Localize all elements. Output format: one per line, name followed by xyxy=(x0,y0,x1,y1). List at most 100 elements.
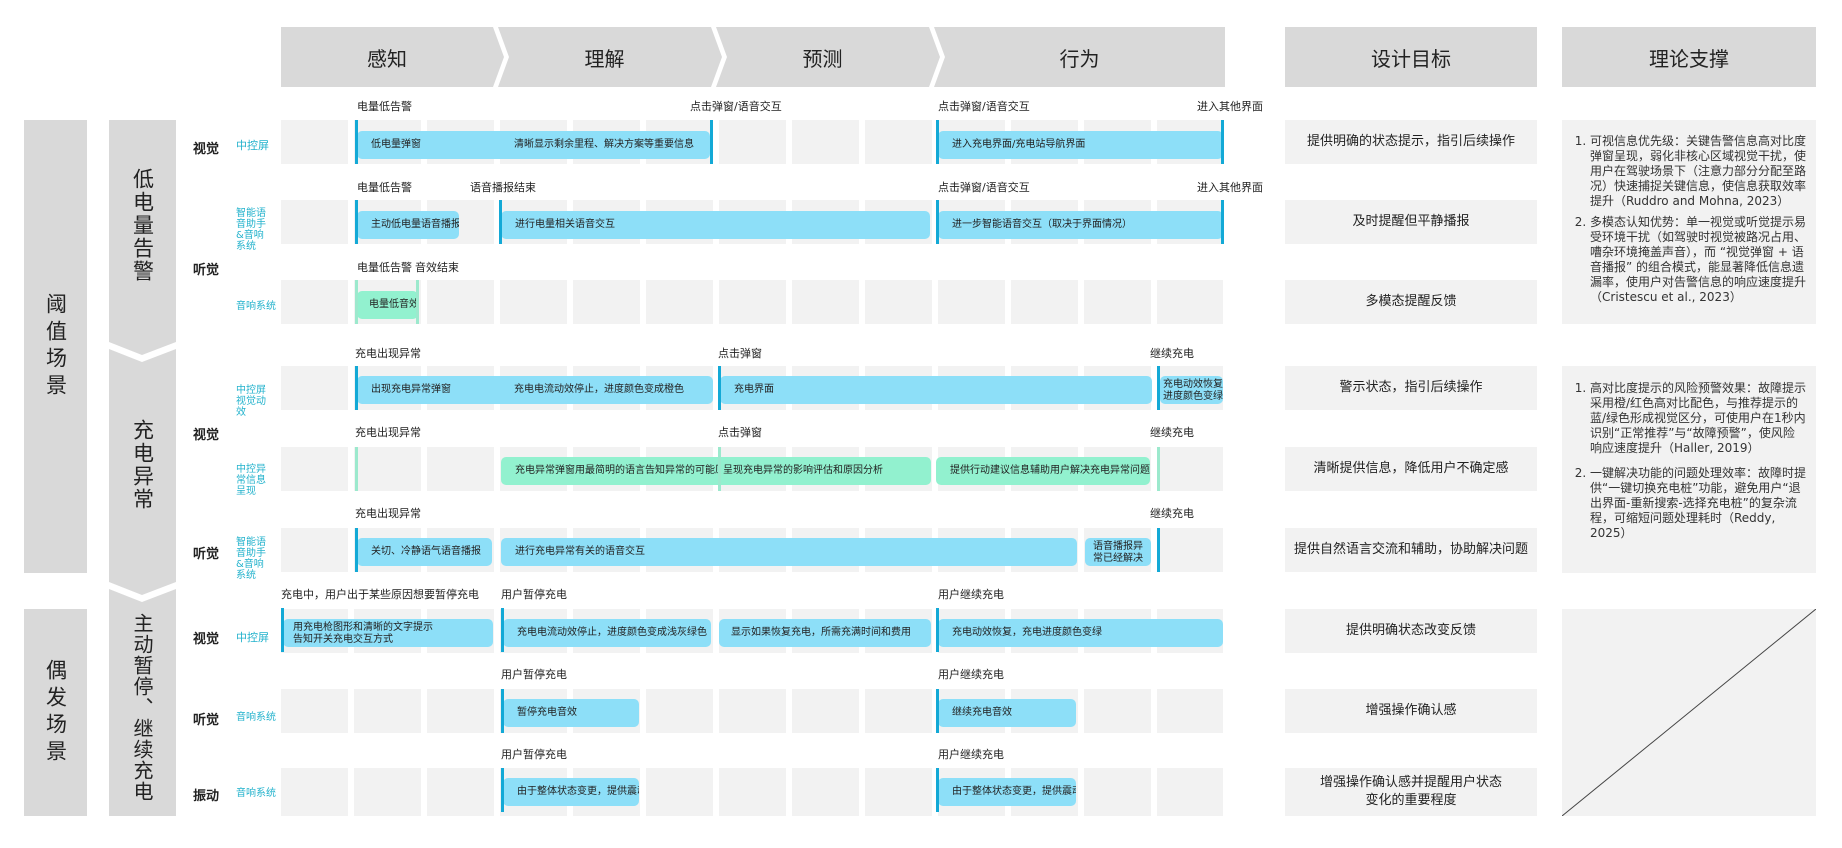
event-marker xyxy=(710,120,713,164)
timeline-bar: 继续充电音效 xyxy=(938,699,1076,727)
grid-cell xyxy=(1157,447,1223,491)
grid-cell xyxy=(646,689,713,733)
event-marker xyxy=(416,280,419,324)
category-column-shapes xyxy=(109,120,176,816)
grid-cell xyxy=(573,280,640,324)
scenario-occasional-label: 偶发场景 xyxy=(43,658,68,767)
event-label: 继续充电 xyxy=(1150,347,1194,360)
bar-label: 进行充电异常有关的语音交互 xyxy=(515,546,645,557)
bar-label: 呈现充电异常的影响评估和原因分析 xyxy=(719,457,883,485)
grid-cell xyxy=(646,280,713,324)
theory-box-empty xyxy=(1561,608,1817,817)
bar-label: 语音播报异常已经解决 xyxy=(1093,540,1143,564)
event-marker xyxy=(1221,200,1224,244)
grid-cell xyxy=(354,447,421,491)
goal-cell: 增强操作确认感 xyxy=(1285,689,1537,733)
timeline-bar: 进行电量相关语音交互 xyxy=(501,211,930,239)
timeline-bar: 显示如果恢复充电，所需充满时间和费用 xyxy=(719,619,931,647)
theory-item: 可视信息优先级：关键告警信息高对比度弹窗呈现，弱化非核心区域视觉干扰，使用户在驾… xyxy=(1590,134,1806,209)
event-marker xyxy=(501,689,504,733)
goal-cell: 提供明确的状态提示，指引后续操作 xyxy=(1285,120,1537,164)
event-label: 点击弹窗/语音交互 xyxy=(690,100,782,113)
grid-cell xyxy=(281,528,348,572)
grid-cell xyxy=(281,366,348,410)
timeline-bar: 进入充电界面/充电站导航界面 xyxy=(938,131,1223,159)
scenario-occasional: 偶发场景 xyxy=(24,609,87,816)
grid-cell xyxy=(1157,689,1223,733)
grid-cell xyxy=(1084,280,1151,324)
event-marker xyxy=(355,366,358,410)
event-marker xyxy=(936,608,939,652)
timeline-bar: 充电电流动效停止，进度颜色变成浅灰绿色 xyxy=(503,619,711,647)
timeline-bar: 语音播报异常已经解决 xyxy=(1085,538,1151,566)
grid-cell xyxy=(792,689,859,733)
event-label: 充电出现异常 xyxy=(355,507,421,520)
event-label: 用户暂停充电 xyxy=(501,588,567,601)
goal-cell: 清晰提供信息，降低用户不确定感 xyxy=(1285,447,1537,491)
timeline-bar: 充电动效恢复进度颜色变绿 xyxy=(1160,376,1223,404)
event-label: 语音播报结束 xyxy=(470,181,536,194)
modality-audio-1: 听觉 xyxy=(193,263,220,278)
bar-label: 充电电流动效停止，进度颜色变成浅灰绿色 xyxy=(517,627,707,638)
bar-label: 低电量弹窗 xyxy=(371,139,421,150)
channel-central-info: 中控异常信息呈现 xyxy=(236,464,266,497)
event-label: 点击弹窗/语音交互 xyxy=(938,100,1030,113)
bar-label: 由于整体状态变更，提供震动反馈 xyxy=(517,786,639,797)
timeline-bar: 充电动效恢复，充电进度颜色变绿 xyxy=(938,619,1223,647)
grid-cell xyxy=(1157,768,1223,816)
goal-cell: 提供自然语言交流和辅助，协助解决问题 xyxy=(1285,528,1537,572)
event-marker xyxy=(501,608,504,652)
timeline-bar: 充电异常弹窗用最简明的语言告知异常的可能原因 呈现充电异常的影响评估和原因分析 xyxy=(501,457,931,485)
goal-cell: 多模态提醒反馈 xyxy=(1285,280,1537,324)
event-label: 用户继续充电 xyxy=(938,748,1004,761)
timeline-bar: 电量低音效 xyxy=(357,291,418,319)
bar-label: 暂停充电音效 xyxy=(517,707,577,718)
timeline-bar: 提供行动建议信息辅助用户解决充电异常问题 xyxy=(936,457,1150,485)
channel-sound-system-2: 音响系统 xyxy=(236,712,276,723)
stage-label-prediction: 预测 xyxy=(802,46,843,71)
stage-label-understanding: 理解 xyxy=(584,46,625,71)
bar-label: 关切、冷静语气语音播报 xyxy=(371,546,481,557)
event-label: 用户继续充电 xyxy=(938,668,1004,681)
grid-cell xyxy=(865,768,932,816)
grid-cell xyxy=(354,768,421,816)
event-marker xyxy=(718,366,721,410)
bar-label: 用充电枪图形和清晰的文字提示告知开关充电交互方式 xyxy=(293,621,433,645)
bar-label: 由于整体状态变更，提供震动反馈 xyxy=(952,786,1076,797)
bar-label: 进入充电界面/充电站导航界面 xyxy=(952,139,1086,150)
event-marker xyxy=(355,200,358,244)
grid-cell xyxy=(281,447,348,491)
grid-cell xyxy=(792,120,859,164)
theory-box-charging-abnormal: 高对比度提示的风险预警效果：故障提示采用橙/红色高对比配色，与推荐提示的蓝/绿色… xyxy=(1562,366,1816,573)
grid-cell xyxy=(719,120,786,164)
bar-label: 进行电量相关语音交互 xyxy=(515,219,615,230)
goal-header: 设计目标 xyxy=(1285,27,1537,87)
bar-label: 充电动效恢复进度颜色变绿 xyxy=(1163,378,1223,402)
event-label: 点击弹窗 xyxy=(718,347,762,360)
grid-cell xyxy=(281,120,348,164)
grid-cell xyxy=(865,280,932,324)
event-marker xyxy=(1157,366,1160,410)
event-label: 用户继续充电 xyxy=(938,588,1004,601)
grid-cell xyxy=(1011,280,1078,324)
grid-cell xyxy=(427,689,494,733)
event-marker xyxy=(499,200,502,244)
grid-cell xyxy=(865,120,932,164)
stage-arrow-perception xyxy=(281,27,504,87)
modality-audio-3: 听觉 xyxy=(193,713,220,728)
timeline-bar: 关切、冷静语气语音播报 xyxy=(357,538,492,566)
timeline-bar: 充电界面 xyxy=(720,376,1152,404)
grid-cell xyxy=(1157,280,1223,324)
category-shape-charging-abnormal xyxy=(109,349,176,595)
grid-cell xyxy=(354,689,421,733)
grid-cell xyxy=(1157,528,1223,572)
event-label: 充电中，用户出于某些原因想要暂停充电 xyxy=(281,588,479,601)
bar-label: 出现充电异常弹窗 xyxy=(371,384,451,395)
bar-label: 充电电流动效停止，进度颜色变成橙色 xyxy=(514,384,684,395)
event-label: 充电出现异常 xyxy=(355,347,421,360)
stage-label-action: 行为 xyxy=(1059,46,1100,71)
grid-cell xyxy=(719,280,786,324)
event-marker xyxy=(355,447,358,491)
grid-cell xyxy=(865,689,932,733)
grid-cell xyxy=(281,689,348,733)
